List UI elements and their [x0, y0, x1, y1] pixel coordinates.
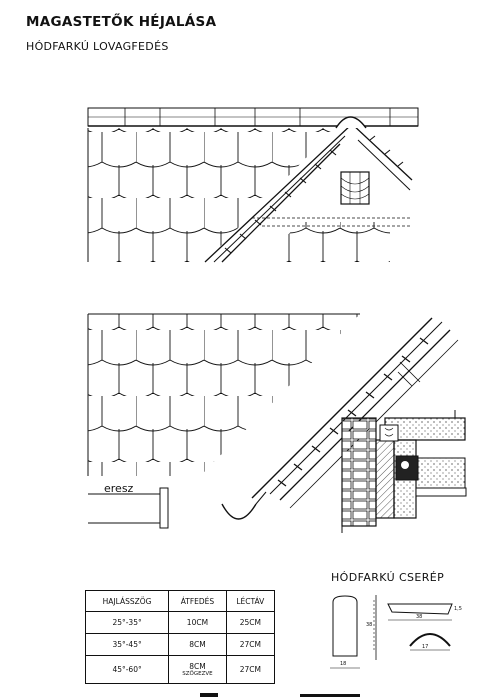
tile-width-dimension: 18: [340, 661, 346, 667]
page-subtitle: HÓDFARKÚ LOVAGFEDÉS: [26, 40, 169, 53]
spec-table-header-row: HAJLÁSSZÖG ÁTFEDÉS LÉCTÁV: [84, 590, 276, 612]
tile-length-dimension: 38: [416, 614, 422, 620]
eaves-detail-drawing: [87, 313, 467, 533]
cell-angle: 25°-35°: [84, 611, 170, 634]
header-batten: LÉCTÁV: [225, 590, 276, 612]
ridge-detail-drawing: [87, 107, 419, 263]
header-overlap: ÁTFEDÉS: [168, 590, 227, 612]
cell-batten: 27CM: [225, 655, 276, 684]
tile-length-side-dimension: 38: [366, 622, 372, 628]
table-row: 25°-35° 10CM 25CM: [84, 611, 276, 634]
cell-overlap: 8CM: [168, 633, 227, 656]
cell-overlap-note: SZÖGEZVE: [182, 671, 213, 677]
page-title: MAGASTETŐK HÉJALÁSA: [26, 14, 217, 30]
cell-overlap: 10CM: [168, 611, 227, 634]
table-row: 45°-60° 8CM SZÖGEZVE 27CM: [84, 655, 276, 684]
tile-title-label: HÓDFARKÚ CSERÉP: [331, 571, 445, 584]
cell-overlap-value: 8CM: [189, 662, 206, 671]
tile-thickness-dimension: 1,5: [454, 606, 462, 612]
cell-batten: 27CM: [225, 633, 276, 656]
cell-batten: 25CM: [225, 611, 276, 634]
header-angle: HAJLÁSSZÖG: [84, 590, 170, 612]
table-row: 35°-45° 8CM 27CM: [84, 633, 276, 656]
tile-profile-drawing: 18 38 38 1,5 17: [330, 595, 462, 669]
cell-overlap: 8CM SZÖGEZVE: [168, 655, 227, 684]
cell-angle: 45°-60°: [84, 655, 170, 684]
spec-table: HAJLÁSSZÖG ÁTFEDÉS LÉCTÁV 25°-35° 10CM 2…: [84, 590, 276, 684]
ridge-width-dimension: 17: [422, 644, 428, 650]
eaves-label: eresz: [104, 482, 134, 495]
cell-angle: 35°-45°: [84, 633, 170, 656]
